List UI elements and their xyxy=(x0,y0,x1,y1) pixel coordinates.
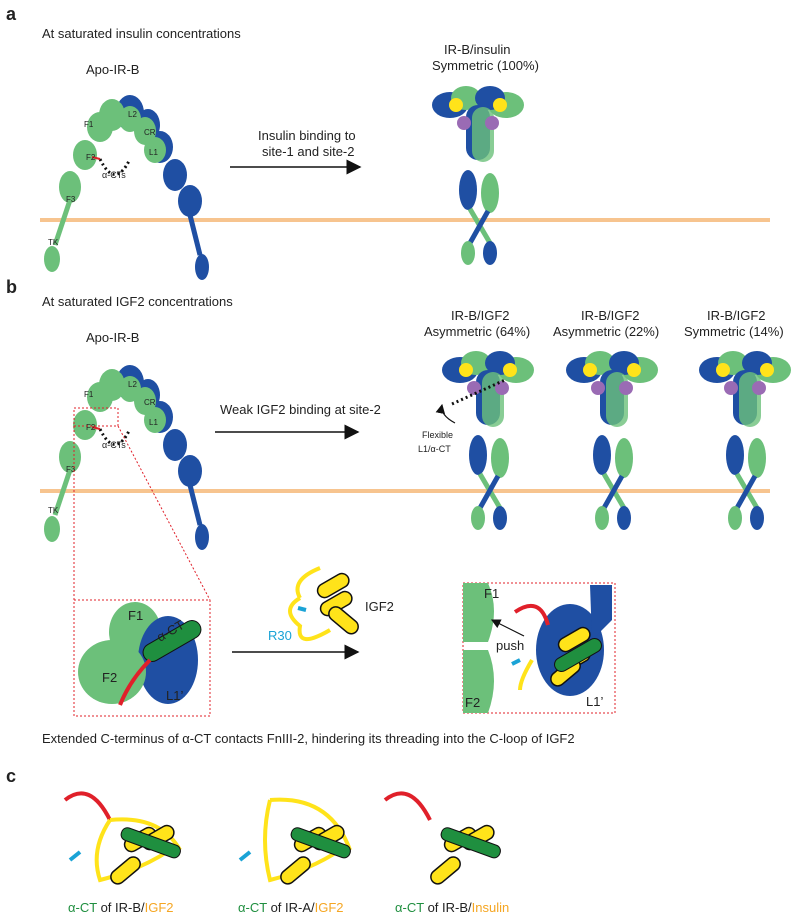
zoom-line-right xyxy=(117,425,211,601)
panel-b-l1-label: L1 xyxy=(149,418,158,427)
panel-b-apo-receptor xyxy=(44,365,209,550)
panel-a-apo-receptor xyxy=(44,95,209,280)
panel-b-flexible-1: Flexible xyxy=(422,430,453,440)
panel-b-flexible-2: L1/α-CT xyxy=(418,444,451,454)
panel-b-f2-label: F2 xyxy=(86,423,96,432)
panel-b-complex-1-subtitle: Asymmetric (64%) xyxy=(424,324,530,339)
caption-act: α-CT xyxy=(182,731,211,746)
panel-b-zoom-box xyxy=(73,407,119,427)
panel-b-inset-left xyxy=(73,599,211,717)
c3-of: of IR-B/ xyxy=(424,900,472,915)
panel-b-inset-right xyxy=(462,582,616,714)
panel-a-complex xyxy=(432,86,524,265)
panel-a-f2-label: F2 xyxy=(86,153,96,162)
panel-a-apo-title: Apo-IR-B xyxy=(86,62,139,77)
inset-right-push: push xyxy=(496,638,524,653)
panel-b-arrow-label: Weak IGF2 binding at site-2 xyxy=(220,402,381,417)
panel-b-f3-label: F3 xyxy=(66,465,76,474)
c2-of: of IR-A/ xyxy=(267,900,315,915)
panel-a-l2-label: L2 xyxy=(128,110,137,119)
inset-right-l1: L1’ xyxy=(586,694,603,709)
panel-b-complex-3-title: IR-B/IGF2 xyxy=(707,308,766,323)
panel-b-complex-2-title: IR-B/IGF2 xyxy=(581,308,640,323)
panel-c-letter: c xyxy=(6,766,16,786)
c2-act: α-CT xyxy=(238,900,267,915)
panel-b-apo-title: Apo-IR-B xyxy=(86,330,139,345)
panel-b-f1-label: F1 xyxy=(84,390,94,399)
panel-b-complex-1 xyxy=(442,351,534,530)
panel-a-membrane xyxy=(40,218,770,222)
panel-b-flexible-arrow xyxy=(435,403,456,424)
panel-a-complex-title-2: Symmetric (100%) xyxy=(432,58,539,73)
igf2-label: IGF2 xyxy=(365,599,394,614)
caption-suffix: contacts FnIII-2, hindering its threadin… xyxy=(211,731,574,746)
panel-a-act-label: α-CTs xyxy=(102,170,126,180)
panel-b-complex-2-subtitle: Asymmetric (22%) xyxy=(553,324,659,339)
panel-b-membrane xyxy=(40,489,770,493)
panel-a-cr-label: CR xyxy=(144,128,156,137)
panel-c-structure-3 xyxy=(383,791,501,889)
c3-ligand: Insulin xyxy=(472,900,510,915)
panel-a-complex-title-1: IR-B/insulin xyxy=(444,42,510,57)
panel-b-l2-label: L2 xyxy=(128,380,137,389)
caption-prefix: Extended C-terminus of xyxy=(42,731,182,746)
panel-b-complex-2 xyxy=(566,351,658,530)
panel-b-complex-1-title: IR-B/IGF2 xyxy=(451,308,510,323)
panel-a-f1-label: F1 xyxy=(84,120,94,129)
panel-a-arrow-label-2: site-1 and site-2 xyxy=(262,144,355,159)
panel-a-f3-label: F3 xyxy=(66,195,76,204)
panel-b-act-label: α-CTs xyxy=(102,440,126,450)
panel-a-letter: a xyxy=(6,4,17,24)
inset-right-f1: F1 xyxy=(484,586,499,601)
panel-b-caption: Extended C-terminus of α-CT contacts FnI… xyxy=(42,731,575,746)
panel-c-structure-2 xyxy=(238,797,352,889)
c2-ligand: IGF2 xyxy=(315,900,344,915)
panel-b-complex-3 xyxy=(699,351,791,530)
panel-b-tk-label: TK xyxy=(48,506,59,515)
panel-c-label-1: α-CT of IR-B/IGF2 xyxy=(68,900,174,915)
inset-left-f2: F2 xyxy=(102,670,117,685)
panel-b-heading: At saturated IGF2 concentrations xyxy=(42,294,233,309)
igf2-structure xyxy=(288,566,365,644)
panel-b-complex-3-subtitle: Symmetric (14%) xyxy=(684,324,784,339)
panel-a-l1-label: L1 xyxy=(149,148,158,157)
c1-of: of IR-B/ xyxy=(97,900,145,915)
inset-right-f2: F2 xyxy=(465,695,480,710)
panel-a-arrow-label-1: Insulin binding to xyxy=(258,128,356,143)
panel-c-label-2: α-CT of IR-A/IGF2 xyxy=(238,900,344,915)
c3-act: α-CT xyxy=(395,900,424,915)
panel-c-label-3: α-CT of IR-B/Insulin xyxy=(395,900,509,915)
panel-a-heading: At saturated insulin concentrations xyxy=(42,26,241,41)
r30-label: R30 xyxy=(268,628,292,643)
panel-c-structure-1 xyxy=(63,791,182,889)
c1-act: α-CT xyxy=(68,900,97,915)
inset-left-l1: L1’ xyxy=(166,688,183,703)
c1-ligand: IGF2 xyxy=(145,900,174,915)
panel-b-cr-label: CR xyxy=(144,398,156,407)
panel-a-tk-label: TK xyxy=(48,238,59,247)
panel-b-letter: b xyxy=(6,277,17,297)
inset-left-f1: F1 xyxy=(128,608,143,623)
